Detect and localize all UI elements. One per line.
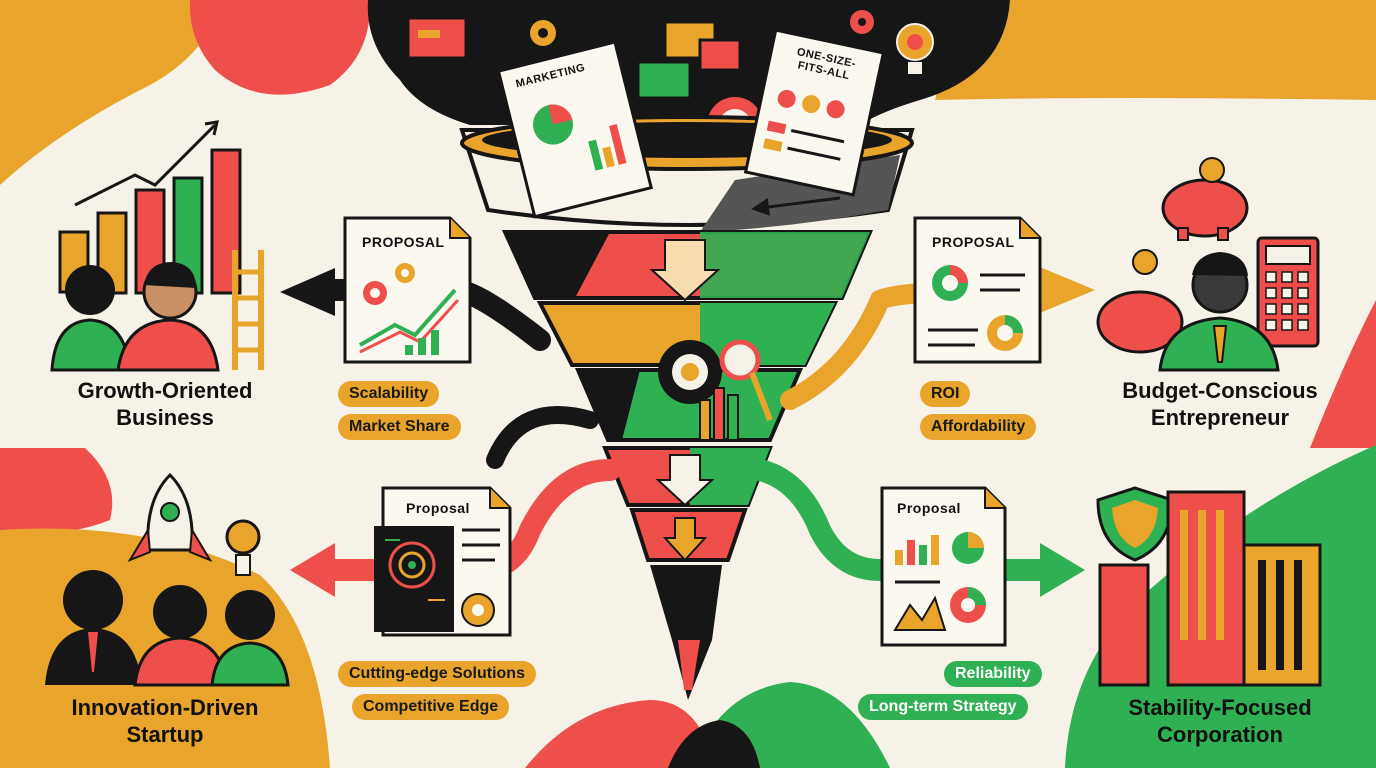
proposal-doc-innovation xyxy=(374,486,512,637)
budget-illustration xyxy=(1096,157,1320,372)
funnel-tiers xyxy=(501,230,874,700)
pill-roi: ROI xyxy=(920,381,971,407)
pill-long-term-strategy: Long-term Strategy xyxy=(858,694,1028,720)
pill-cutting-edge: Cutting-edge Solutions xyxy=(338,661,536,687)
one-size-doc xyxy=(743,28,886,197)
proposal-title-growth: PROPOSAL xyxy=(362,234,445,250)
pill-market-share: Market Share xyxy=(338,414,461,440)
proposal-doc-stability xyxy=(880,486,1007,647)
proposal-doc-growth xyxy=(343,216,472,364)
arrow-left-innovation xyxy=(290,543,335,597)
arrow-left-growth xyxy=(280,268,335,316)
pill-reliability: Reliability xyxy=(944,661,1042,687)
segment-label-innovation: Innovation-Driven Startup xyxy=(71,695,259,747)
arrow-right-budget xyxy=(1035,265,1095,315)
proposal-doc-budget xyxy=(913,216,1042,364)
pill-affordability: Affordability xyxy=(920,414,1037,440)
marketing-doc xyxy=(496,40,654,219)
segment-label-budget: Budget-Conscious Entrepreneur xyxy=(1122,378,1318,430)
innovation-illustration xyxy=(45,472,290,687)
growth-illustration xyxy=(50,120,264,372)
pill-scalability: Scalability xyxy=(338,381,440,407)
arrow-right-stability xyxy=(1040,543,1085,597)
segment-label-growth: Growth-Oriented Business xyxy=(77,378,253,430)
proposal-title-budget: PROPOSAL xyxy=(932,234,1015,250)
segment-label-stability: Stability-Focused Corporation xyxy=(1128,695,1312,747)
pill-competitive-edge: Competitive Edge xyxy=(352,694,510,720)
proposal-title-stability: Proposal xyxy=(897,500,961,516)
proposal-title-innovation: Proposal xyxy=(406,500,470,516)
stability-illustration xyxy=(1096,486,1322,687)
